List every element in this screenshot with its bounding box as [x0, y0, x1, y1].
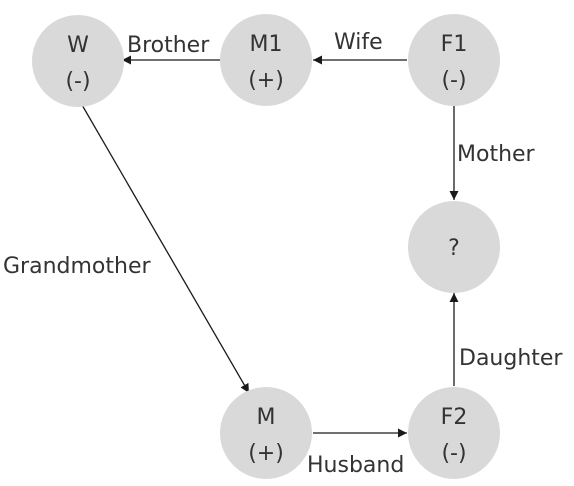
edge-label-mother: Mother [457, 142, 536, 167]
edge-label-husband: Husband [307, 453, 404, 478]
edge-label-wife: Wife [334, 30, 383, 55]
node-m-sign: (+) [248, 441, 284, 466]
node-f1-sign: (-) [441, 68, 466, 93]
node-m-circle [220, 387, 312, 479]
edges [77, 55, 459, 438]
edge-label-grandmother: Grandmother [3, 254, 151, 279]
node-f2-sign: (-) [441, 441, 466, 466]
node-question: ? [408, 201, 500, 293]
edge-label-daughter: Daughter [459, 346, 563, 371]
node-question-circle [408, 201, 500, 293]
node-question-name: ? [448, 236, 460, 261]
node-m: M (+) [220, 387, 312, 479]
node-w-sign: (-) [65, 69, 90, 94]
node-f1-name: F1 [441, 32, 468, 57]
edge-labels: Brother Wife Mother Grandmother Husband … [3, 30, 563, 478]
node-w-circle [32, 15, 124, 107]
node-f2: F2 (-) [408, 387, 500, 479]
node-m1-circle [220, 14, 312, 106]
node-f1-circle [408, 14, 500, 106]
node-w-name: W [67, 33, 89, 58]
node-f2-circle [408, 387, 500, 479]
edge-label-brother: Brother [127, 33, 210, 58]
node-w: W (-) [32, 15, 124, 107]
edge-w-to-m [77, 97, 250, 394]
node-m1-name: M1 [250, 32, 283, 57]
node-m-name: M [257, 405, 276, 430]
node-m1: M1 (+) [220, 14, 312, 106]
node-f2-name: F2 [441, 405, 468, 430]
node-f1: F1 (-) [408, 14, 500, 106]
node-m1-sign: (+) [248, 68, 284, 93]
